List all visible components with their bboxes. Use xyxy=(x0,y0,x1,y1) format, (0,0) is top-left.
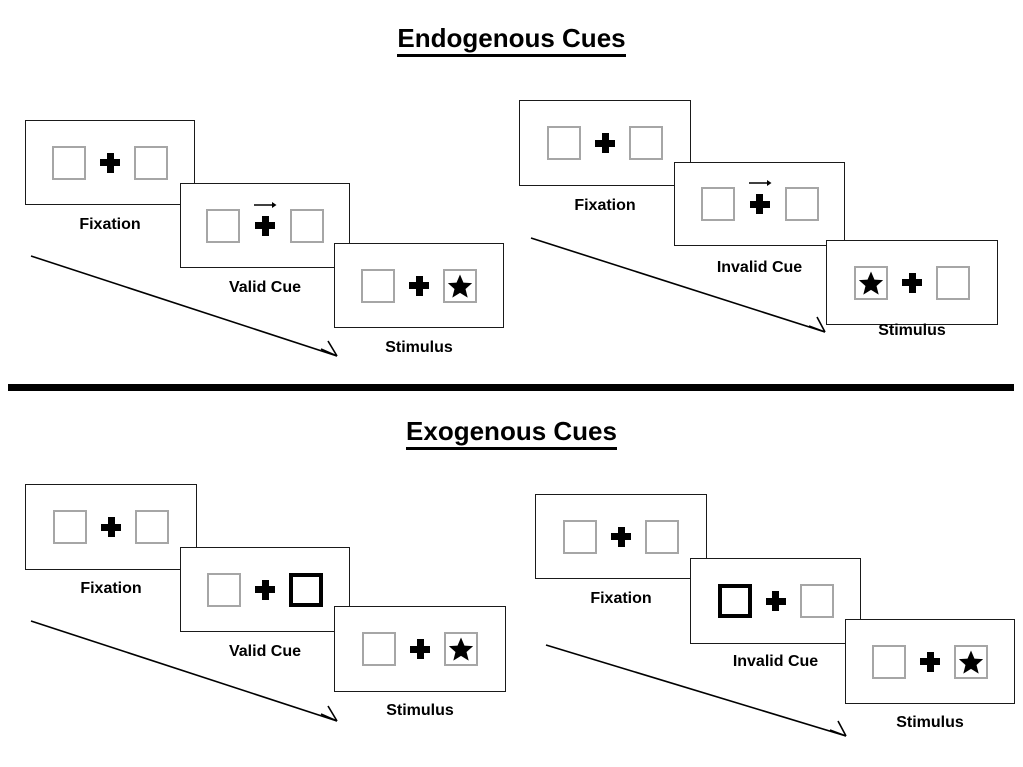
plus-cross-icon xyxy=(410,639,430,659)
arrow-right-icon xyxy=(254,201,277,208)
trial-card-stimulus[interactable] xyxy=(826,240,998,325)
placeholder-box-left xyxy=(52,145,86,180)
plus-cross-icon xyxy=(255,215,275,236)
card-label-stimulus: Stimulus xyxy=(878,322,946,339)
card-label-stimulus: Stimulus xyxy=(385,339,453,356)
cue-stack xyxy=(748,180,771,214)
placeholder-box-left xyxy=(361,268,395,303)
placeholder-box-left xyxy=(700,187,735,221)
card-label-fixation: Fixation xyxy=(79,216,141,233)
cue-stack xyxy=(254,201,277,236)
placeholder-box-left xyxy=(547,126,581,160)
card-label-cue: Invalid Cue xyxy=(716,259,803,276)
card-label-fixation: Fixation xyxy=(80,580,142,597)
stimulus-row xyxy=(53,510,169,544)
stimulus-row xyxy=(872,644,988,679)
trial-card-stimulus[interactable] xyxy=(334,243,504,328)
stimulus-row xyxy=(854,265,970,300)
placeholder-box-right xyxy=(134,145,168,180)
trial-card-cue[interactable] xyxy=(180,547,350,632)
card-label-cue: Valid Cue xyxy=(228,279,302,296)
plus-cross-icon xyxy=(409,275,429,296)
card-label-fixation: Fixation xyxy=(574,197,636,214)
placeholder-box-right xyxy=(290,208,324,243)
plus-cross-icon xyxy=(611,526,631,547)
trial-card-fixation[interactable] xyxy=(519,100,691,186)
plus-cross-icon xyxy=(595,133,615,153)
placeholder-box-right xyxy=(784,187,819,221)
placeholder-box-left xyxy=(872,644,906,679)
placeholder-box-right xyxy=(936,265,970,300)
plus-cross-icon xyxy=(920,651,940,672)
stimulus-row xyxy=(207,572,323,607)
placeholder-box-left xyxy=(563,519,597,554)
section-title-exogenous: Exogenous Cues xyxy=(0,416,1023,450)
cued-box-left xyxy=(717,584,752,618)
target-box-right xyxy=(954,644,988,679)
cued-box-right xyxy=(289,572,323,607)
target-box-right xyxy=(443,268,477,303)
trial-card-stimulus[interactable] xyxy=(334,606,506,692)
plus-cross-icon xyxy=(765,591,786,611)
trial-card-fixation[interactable] xyxy=(25,120,195,205)
trial-card-stimulus[interactable] xyxy=(845,619,1015,704)
stimulus-row xyxy=(717,584,834,618)
card-label-stimulus: Stimulus xyxy=(896,714,964,731)
placeholder-box-left xyxy=(206,208,240,243)
placeholder-box-right xyxy=(629,126,663,160)
trial-card-cue[interactable] xyxy=(674,162,845,246)
section-title-endogenous: Endogenous Cues xyxy=(0,23,1023,57)
placeholder-box-right xyxy=(799,584,834,618)
placeholder-box-left xyxy=(362,632,396,666)
arrow-right-icon xyxy=(748,180,771,186)
trial-card-cue[interactable] xyxy=(180,183,350,268)
stimulus-row xyxy=(362,632,478,666)
plus-cross-icon xyxy=(902,272,922,293)
stimulus-row xyxy=(206,201,324,243)
stimulus-row xyxy=(52,145,168,180)
star-icon xyxy=(448,637,474,661)
plus-cross-icon xyxy=(255,579,275,600)
star-icon xyxy=(958,650,984,674)
star-icon xyxy=(858,271,884,295)
placeholder-box-left xyxy=(53,510,87,544)
star-icon xyxy=(447,274,473,298)
plus-cross-icon xyxy=(749,194,770,214)
card-label-cue: Valid Cue xyxy=(228,643,302,660)
trial-card-fixation[interactable] xyxy=(25,484,197,570)
card-label-cue: Invalid Cue xyxy=(732,653,819,670)
target-box-left xyxy=(854,265,888,300)
plus-cross-icon xyxy=(100,152,120,173)
placeholder-box-left xyxy=(207,572,241,607)
trial-card-cue[interactable] xyxy=(690,558,861,644)
trial-card-fixation[interactable] xyxy=(535,494,707,579)
stimulus-row xyxy=(700,180,819,221)
target-box-right xyxy=(444,632,478,666)
placeholder-box-right xyxy=(645,519,679,554)
stimulus-row xyxy=(361,268,477,303)
section-divider xyxy=(8,384,1014,391)
plus-cross-icon xyxy=(101,517,121,537)
section-title-exogenous-text: Exogenous Cues xyxy=(406,416,617,450)
stimulus-row xyxy=(563,519,679,554)
stimulus-row xyxy=(547,126,663,160)
card-label-fixation: Fixation xyxy=(590,590,652,607)
placeholder-box-right xyxy=(135,510,169,544)
section-title-endogenous-text: Endogenous Cues xyxy=(397,23,626,57)
card-label-stimulus: Stimulus xyxy=(386,702,454,719)
